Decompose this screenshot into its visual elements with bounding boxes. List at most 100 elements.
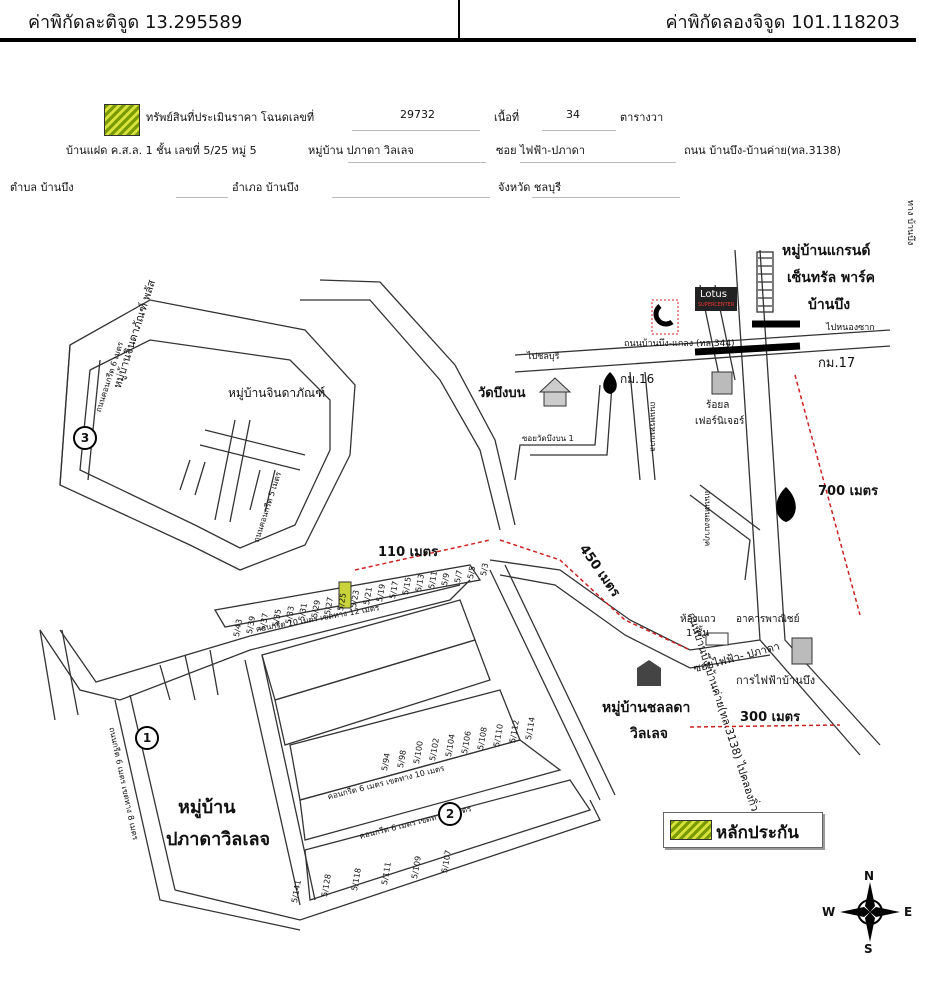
asset-swatch-icon [104, 104, 140, 136]
map-legend: หลักประกัน [663, 812, 823, 848]
nong-road [689, 484, 761, 581]
soi-wat-road [514, 384, 613, 481]
km16-label: กม.16 [620, 372, 655, 386]
block-row-4 [299, 739, 562, 841]
furniture-label-1: ร้อยล [706, 400, 730, 411]
deed-number: 29732 [400, 108, 435, 121]
building-desc: บ้านแฝด ค.ส.ล. 1 ชั้น เลขที่ 5/25 หมู่ 5 [66, 144, 257, 157]
pea-label: การไฟฟ้าบ้านบึง [736, 674, 816, 687]
latitude-text: ค่าพิกัดละติจูด 13.295589 [28, 12, 243, 33]
km-marker-icon [776, 487, 796, 522]
grand-village-stripes [758, 257, 772, 307]
marker-2: 2 [438, 802, 462, 826]
soi-wat-label: ซอยวัดบึงบน 1 [522, 434, 574, 443]
marker-1: 1 [135, 726, 159, 750]
area-underline [542, 130, 616, 131]
area-label: เนื้อที่ [494, 111, 520, 124]
header-divider [458, 0, 460, 38]
grand-village-label-2: เซ็นทรัล พาร์ค [787, 270, 876, 286]
compass-rose-icon [840, 882, 900, 942]
lotus-brand: Lotus [700, 289, 727, 300]
jinda-plus-road [59, 344, 101, 486]
jinda-village-block [59, 299, 356, 571]
coordinate-header: ค่าพิกัดละติจูด 13.295589 ค่าพิกัดลองจิจ… [0, 0, 916, 42]
lotus-logo-icon [695, 287, 737, 311]
legend-label: หลักประกัน [716, 823, 799, 843]
soi-underline [520, 162, 676, 163]
papada-bottom-road [174, 799, 601, 921]
village-name: หมู่บ้าน ปภาดา วิลเลจ [308, 144, 414, 157]
top-plot-road [213, 564, 482, 628]
one-floor-label: 1 ชั้น [686, 628, 710, 639]
block-row-5 [304, 779, 592, 901]
papada-stubs [159, 649, 219, 701]
papada-label-1: หมู่บ้าน [178, 797, 236, 818]
papada-mid-road [244, 654, 316, 906]
papada-upper-road [39, 579, 471, 701]
longitude-text: ค่าพิกัดลองจิจูด 101.118203 [665, 12, 900, 33]
main-diag-road-a [300, 299, 501, 531]
far-left-road [39, 629, 79, 721]
km17-label: กม.17 [818, 356, 856, 371]
jinda-village-inner [79, 339, 331, 549]
grand-village-block [756, 251, 774, 313]
highway-3138 [734, 249, 881, 756]
shophouse-label: ห้องแถว [680, 614, 716, 625]
jinda-road-b [214, 419, 251, 523]
highway-344 [514, 329, 891, 373]
dist-700-label: 700 เมตร [818, 484, 879, 499]
collateral-marker [338, 581, 352, 609]
wat-label: วัดบึงบน [478, 386, 526, 401]
grand-village-label-1: หมู่บ้านแกรนด์ [782, 243, 871, 259]
to-nong-chak-label: ไปหนองซาก [826, 323, 875, 333]
compass-n: N [864, 869, 875, 883]
village-underline [348, 162, 486, 163]
prapai-road [629, 371, 656, 481]
papada-label-2: ปภาดาวิลเลจ [166, 829, 271, 850]
block-row-2 [274, 639, 491, 746]
furniture-store-icon [711, 371, 733, 395]
prapai-road-label: ถนนพรหมบาล [648, 401, 658, 452]
commercial-label: อาคารพาณิชย์ [736, 614, 800, 625]
dist-450-line [499, 539, 691, 651]
province-underline [532, 197, 680, 198]
village-gate-icon [637, 660, 661, 686]
soi-faifa-road-b [499, 574, 771, 669]
compass-e: E [904, 905, 913, 919]
province-name: จังหวัด ชลบุรี [498, 181, 561, 194]
dist-110-label: 110 เมตร [378, 545, 439, 560]
jinda-road-c [179, 459, 276, 513]
compass-s: S [864, 942, 873, 956]
amphoe-name: อำเภอ บ้านบึง [232, 181, 299, 194]
legend-swatch-icon [670, 820, 712, 840]
jinda-road-a [199, 429, 306, 471]
road-name: ถนน บ้านบึง-บ้านค่าย(ทล.3138) [684, 144, 841, 157]
area-value: 34 [566, 108, 580, 121]
km16-marker-icon [603, 372, 617, 394]
nong-road-label: ถนนหนองบาภุค [703, 490, 713, 547]
grand-village-label-3: บ้านบึง [808, 297, 851, 313]
shophouse-icon [705, 632, 729, 646]
amphoe-underline [332, 197, 490, 198]
furniture-label-2: เฟอร์นิเจอร์ [695, 416, 745, 427]
jinda-village-label: หมู่บ้านจินดาภัณฑ์ [228, 386, 326, 400]
dist-300-label: 300 เมตร [740, 710, 801, 725]
side-text: ทาง บ้านบึง [905, 200, 915, 246]
soi-name: ซอย ไฟฟ้า-ปภาดา [496, 144, 585, 157]
papada-upper-road-b [59, 584, 461, 683]
papada-right-road [489, 564, 616, 801]
compass-w: W [822, 905, 836, 919]
papada-left-road [114, 694, 301, 931]
tambon-underline [176, 197, 228, 198]
overpass-bar [694, 342, 801, 356]
asset-label: ทรัพย์สินที่ประเมินราคา โฉนดเลขที่ [146, 111, 315, 124]
wat-building-icon [538, 377, 572, 407]
marker-3: 3 [73, 426, 97, 450]
area-unit: ตารางวา [620, 111, 664, 124]
lotus-sub: SUPERCENTER [698, 302, 735, 308]
dist-110-line [354, 539, 491, 571]
soi-faifa-road-a [489, 559, 761, 651]
to-chonburi-label: ไปชลบุรี [527, 352, 560, 362]
chonlada-label-1: หมู่บ้านชลลดา [602, 700, 691, 716]
